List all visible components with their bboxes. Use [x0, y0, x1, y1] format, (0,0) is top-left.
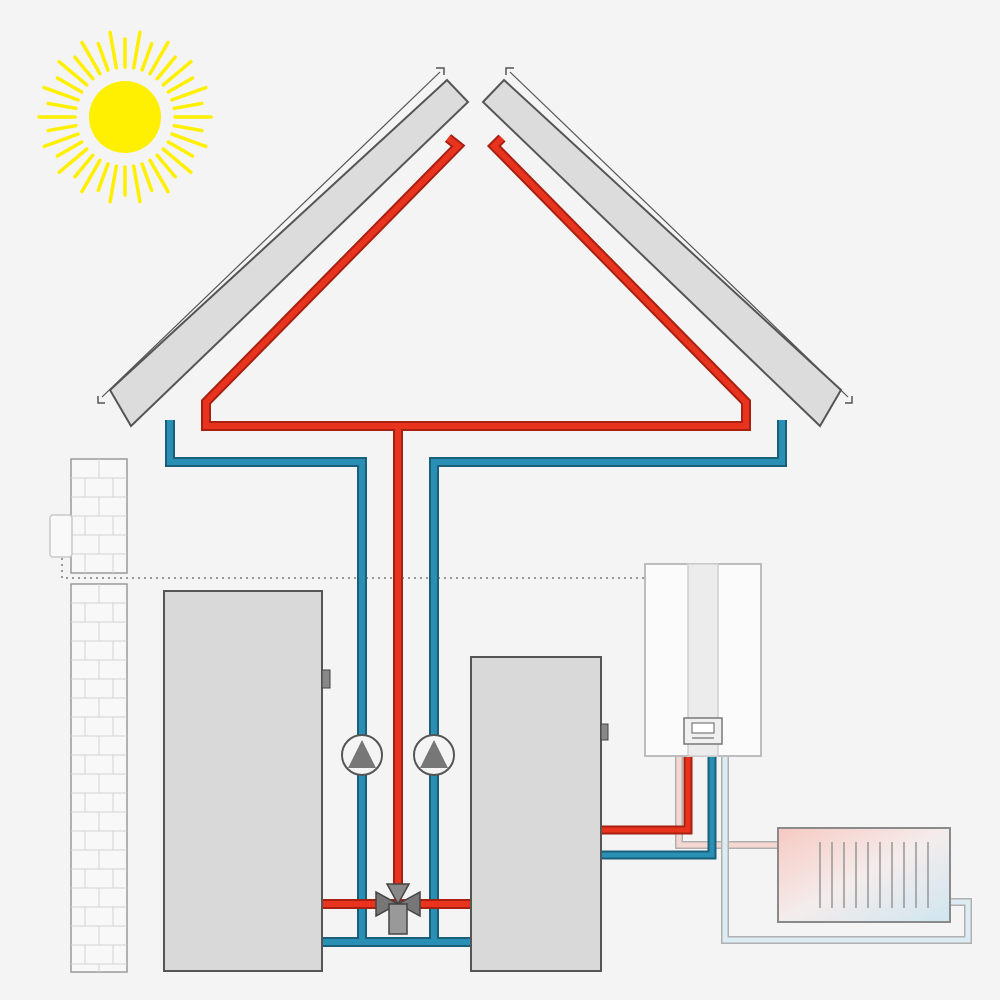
- storage-tank-small: [470, 656, 609, 972]
- mixing-valve: [375, 883, 421, 935]
- circulation-pump-left: [341, 734, 383, 776]
- sensor-signal-line: [61, 558, 645, 579]
- outdoor-sensor: [49, 514, 73, 558]
- radiator: [777, 827, 951, 923]
- sun-icon: [37, 30, 213, 204]
- brick-wall: [70, 458, 128, 973]
- circulation-pump-right: [413, 734, 455, 776]
- return-pipes: [165, 420, 787, 947]
- solar-collector-right: [481, 67, 853, 428]
- storage-tank-large: [163, 590, 331, 972]
- wall-boiler: [644, 563, 762, 757]
- solar-collector-left: [97, 67, 470, 428]
- boiler-pipes: [602, 755, 972, 944]
